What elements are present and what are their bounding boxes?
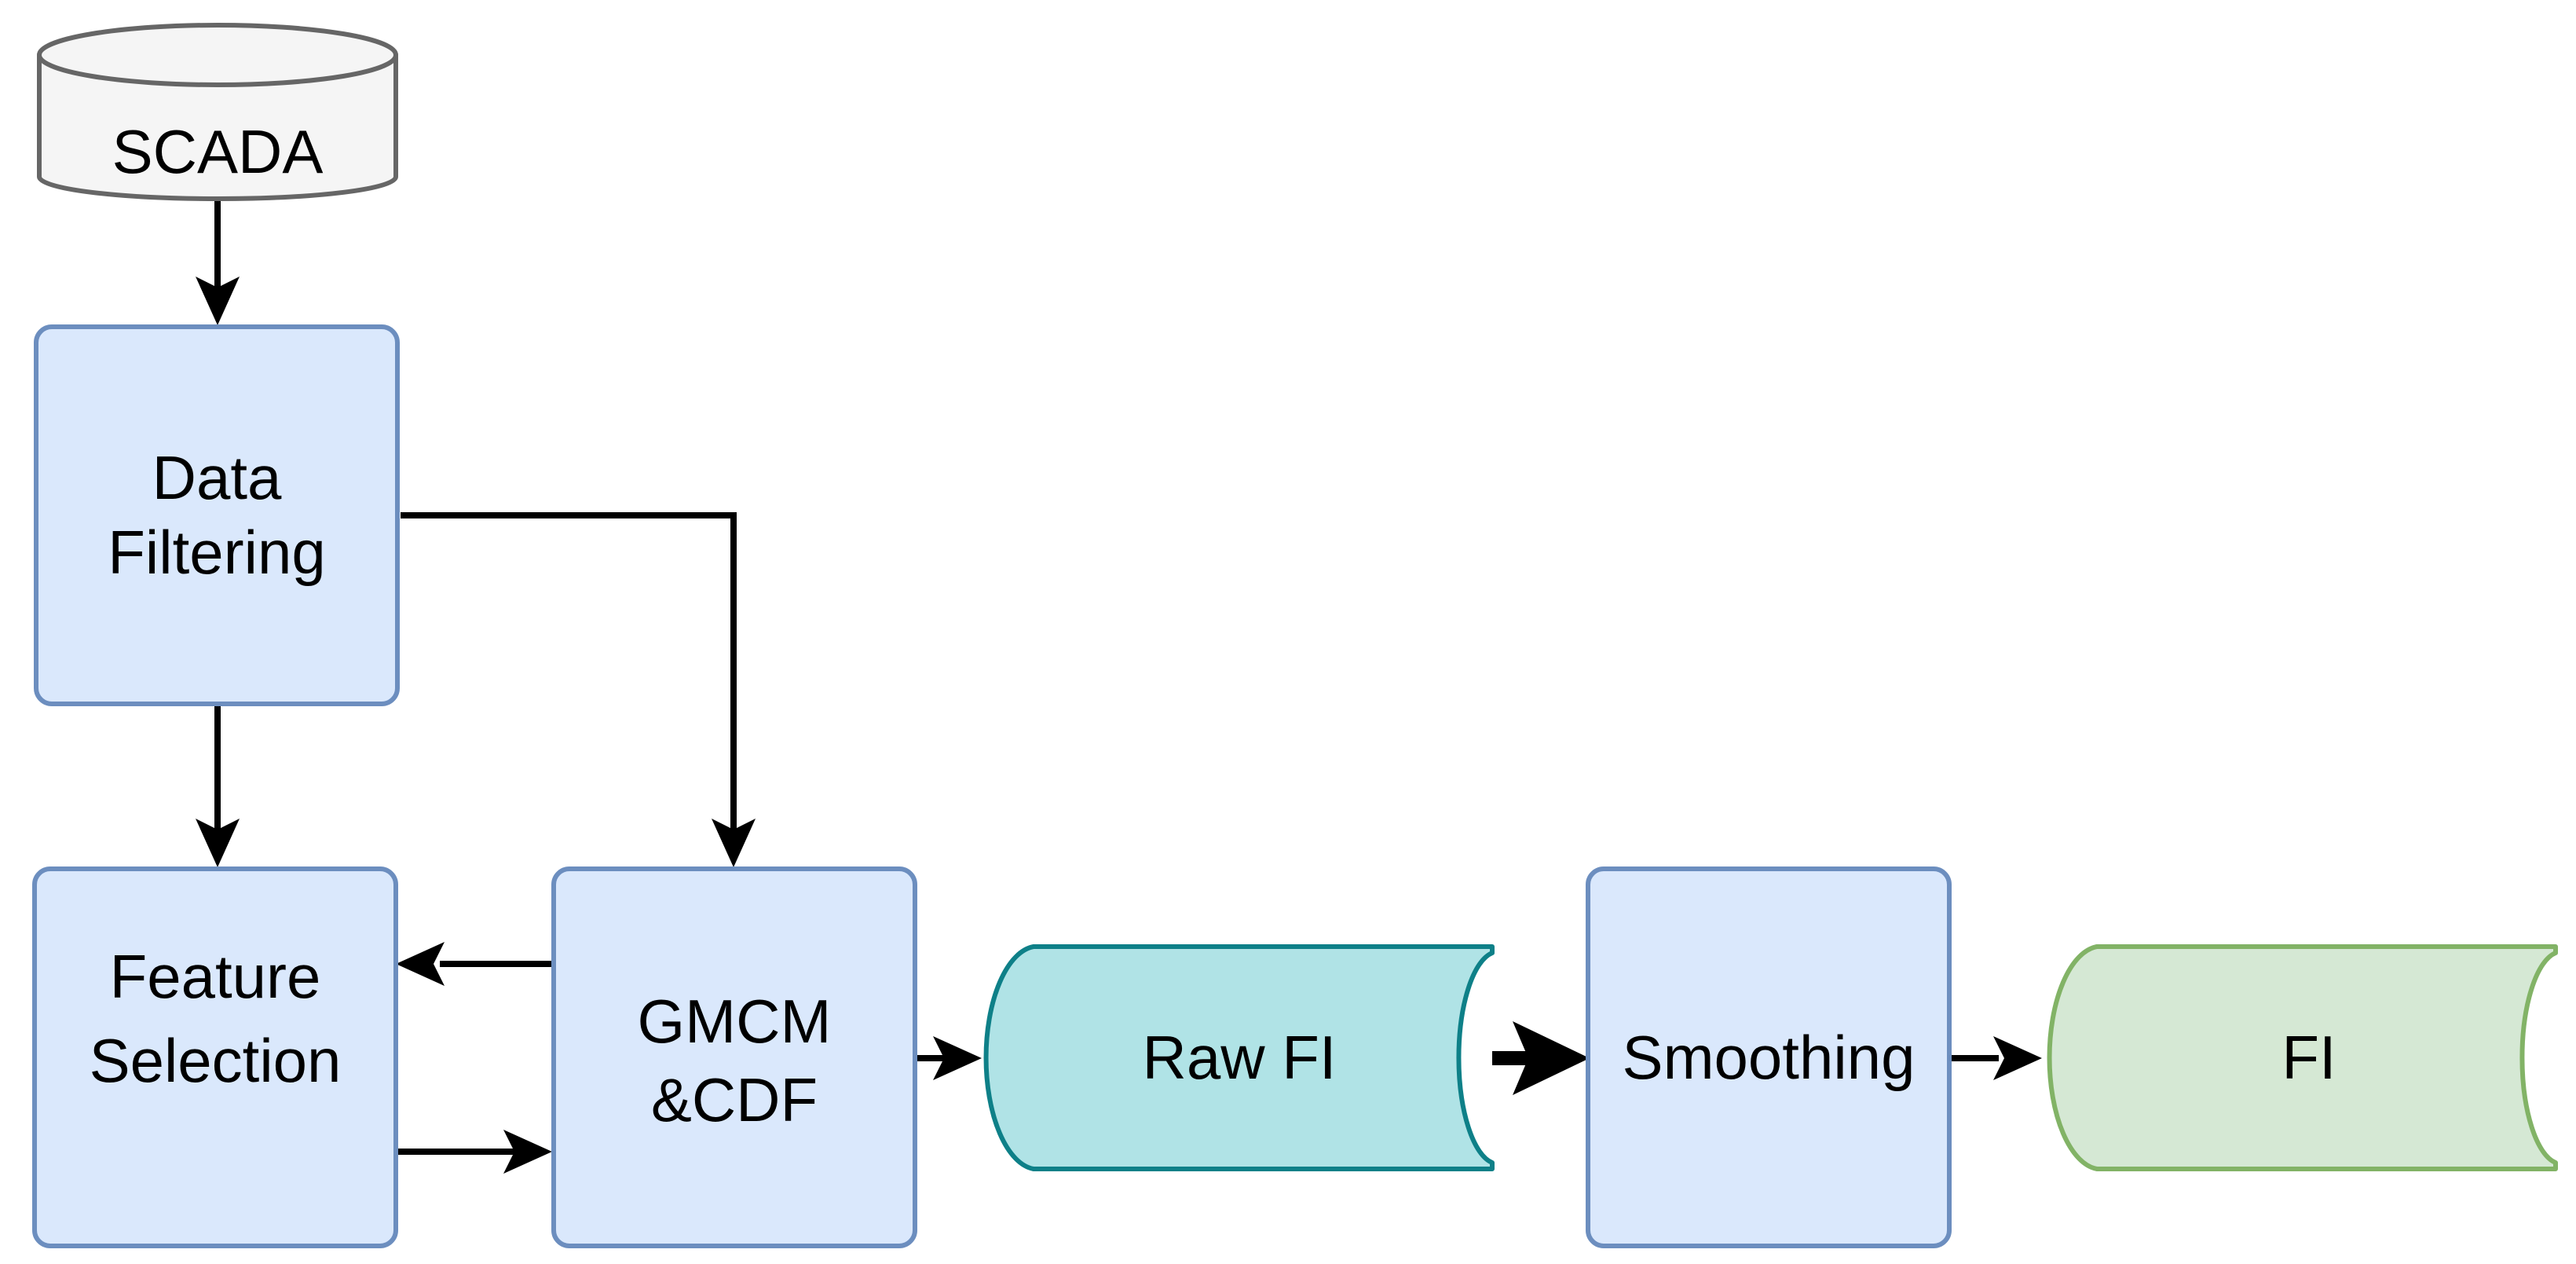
arrowhead-feature-selection-top xyxy=(196,819,240,867)
edge-data-filtering-to-gmcm xyxy=(401,512,737,831)
arrowheads xyxy=(196,277,2042,1174)
data-filtering-label-line2: Filtering xyxy=(108,518,325,587)
gmcm-cdf-box xyxy=(551,866,917,1248)
smoothing-node: Smoothing xyxy=(1586,866,1952,1248)
scada-database: SCADA xyxy=(37,23,398,201)
data-filtering-node: Data Filtering xyxy=(34,324,400,706)
feature-selection-node: Feature Selection xyxy=(32,866,398,1248)
raw-fi-label: Raw FI xyxy=(1142,1023,1336,1092)
raw-fi-shape xyxy=(983,944,1495,1171)
smoothing-label: Smoothing xyxy=(1623,1023,1916,1092)
data-filtering-box xyxy=(34,324,400,706)
feature-selection-label-line1: Feature xyxy=(110,942,321,1011)
feature-selection-box xyxy=(32,866,398,1248)
arrowhead-gmcm-top xyxy=(712,819,756,867)
fi-label: FI xyxy=(2281,1023,2336,1092)
arrowhead-gmcm-left xyxy=(503,1130,552,1174)
arrowhead-data-filtering xyxy=(196,277,240,325)
raw-fi-node: Raw FI xyxy=(983,944,1495,1171)
feature-selection-label-line2: Selection xyxy=(90,1026,342,1095)
arrowhead-raw-fi xyxy=(933,1036,982,1080)
arrowhead-smoothing xyxy=(1513,1021,1590,1095)
arrowhead-feature-selection-right xyxy=(396,942,445,986)
fi-shape xyxy=(2047,944,2558,1171)
scada-label: SCADA xyxy=(112,117,324,186)
gmcm-cdf-label-line1: GMCM xyxy=(638,987,832,1056)
scada-cylinder-top xyxy=(37,23,398,87)
data-filtering-label-line1: Data xyxy=(152,443,282,512)
edges xyxy=(214,200,1999,1155)
gmcm-cdf-node: GMCM &CDF xyxy=(551,866,917,1248)
smoothing-box xyxy=(1586,866,1952,1248)
fi-node: FI xyxy=(2047,944,2558,1171)
gmcm-cdf-label-line2: &CDF xyxy=(651,1065,818,1134)
arrowhead-fi xyxy=(1993,1036,2042,1080)
